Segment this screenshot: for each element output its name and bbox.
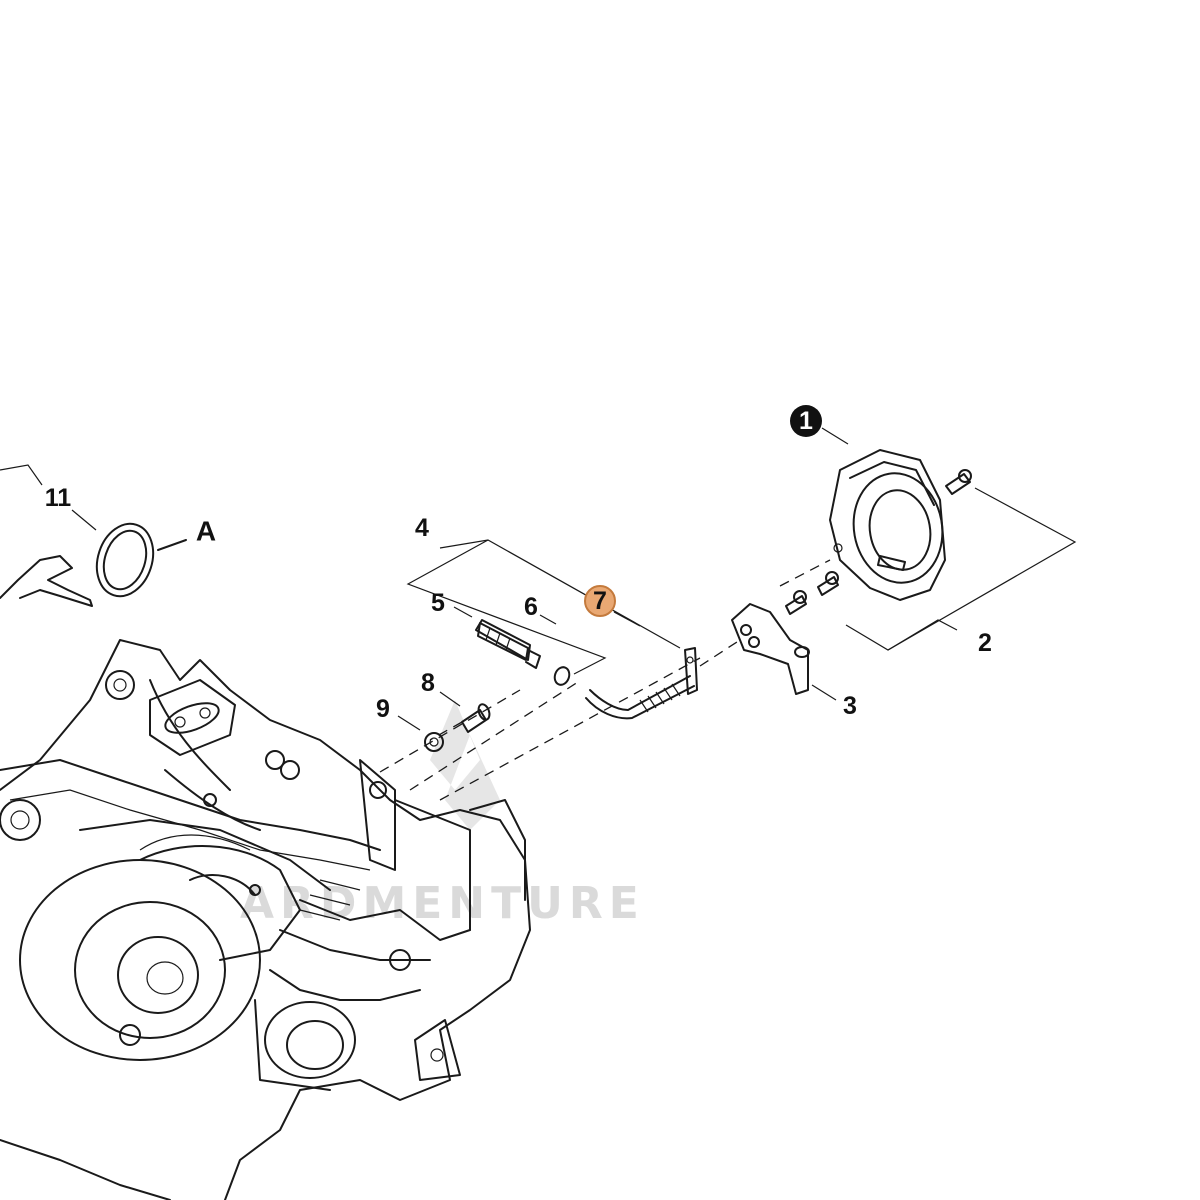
crankcase-housing [0, 639, 531, 1200]
assembly-dashed-lines [379, 559, 831, 801]
part-7-oil-hose [585, 647, 698, 720]
callout-6-label[interactable]: 6 [524, 593, 538, 621]
part-8-screw [461, 703, 491, 733]
part-1-cover-plate [829, 449, 946, 601]
part-3-adjuster-bracket [731, 603, 810, 695]
callout-1[interactable]: 1 [790, 405, 822, 437]
watermark-text: ARDMENTURE [240, 878, 645, 929]
callout-7-badge [584, 585, 616, 617]
leader-lines [0, 464, 187, 551]
callout-5-label[interactable]: 5 [431, 589, 445, 617]
part-11-seal-ring [95, 522, 155, 598]
callout-7-label: 7 [593, 587, 607, 615]
callout-3-label[interactable]: 3 [843, 692, 857, 720]
callout-8-label[interactable]: 8 [421, 669, 435, 697]
callout-11-label[interactable]: 11 [45, 484, 72, 512]
callout-9-label[interactable]: 9 [376, 695, 390, 723]
part-6-o-ring [553, 666, 571, 686]
callout-1-label: 1 [799, 407, 813, 435]
callout-1-badge [790, 405, 822, 437]
part-2-screws [785, 469, 972, 615]
callout-4-label[interactable]: 4 [415, 514, 429, 542]
callout-leaders [397, 427, 1077, 731]
callout-7-highlighted[interactable]: 7 [584, 585, 616, 617]
callout-2-label[interactable]: 2 [978, 629, 992, 657]
callout-A-label[interactable]: A [196, 516, 216, 547]
part-5-pump-piston [475, 619, 541, 669]
bracket-part-left [0, 555, 93, 607]
watermark: ARDMENTURE [240, 700, 645, 929]
